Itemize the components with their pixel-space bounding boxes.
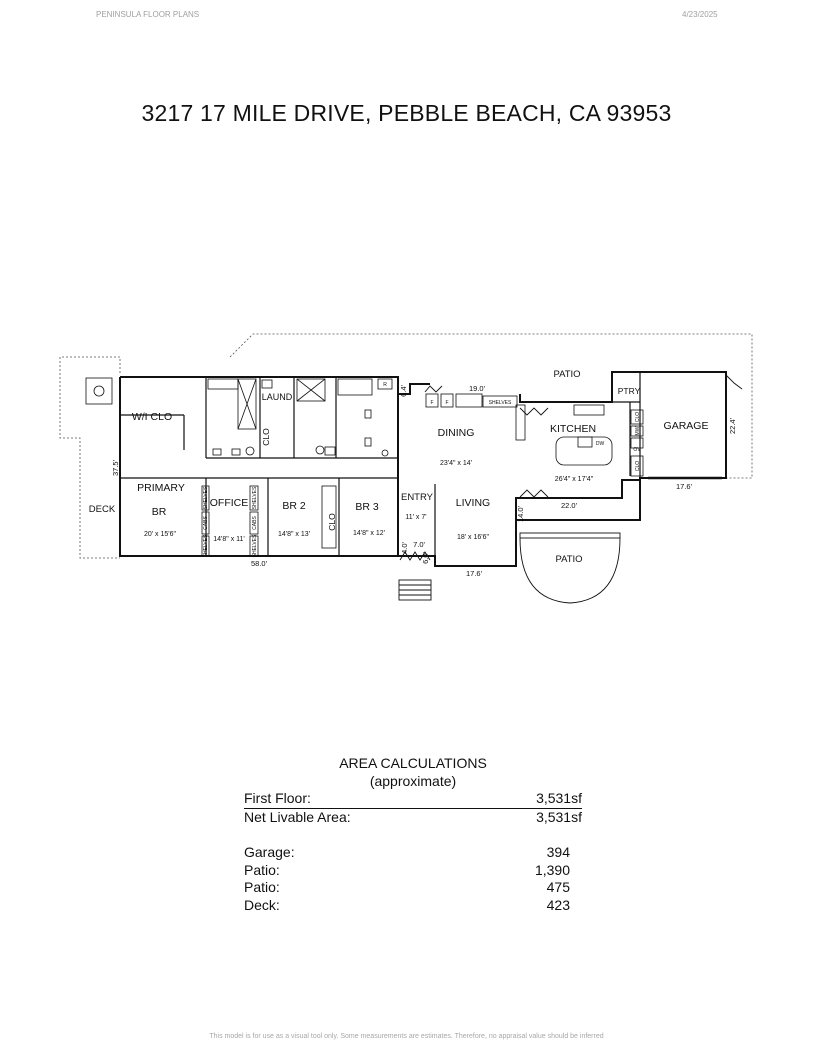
room-br3: BR 3 — [355, 501, 379, 513]
area-row-value: 475 — [546, 879, 570, 895]
refrigerator-label: R — [383, 382, 387, 388]
patio-bottom — [519, 532, 621, 604]
dim-17-6-living: 17.6' — [466, 569, 483, 578]
dim-22-0: 22.0' — [561, 501, 578, 510]
oven-label: OV — [633, 447, 641, 453]
room-wi-closet: W/I CLO — [132, 411, 172, 423]
room-patio-bottom: PATIO — [555, 554, 582, 565]
first-floor-row: First Floor: 3,531sf — [244, 790, 582, 809]
first-floor-label: First Floor: — [244, 790, 311, 806]
doors — [399, 374, 743, 561]
cabinets-label-2: CABS — [252, 516, 258, 530]
room-pantry: PTRY — [618, 386, 641, 396]
living-dimensions: 18' x 16'6" — [457, 534, 490, 541]
kitchen-closet-label-1: CLO — [635, 412, 641, 422]
room-garage: GARAGE — [664, 420, 709, 432]
office-dimensions: 14'8" x 11' — [213, 536, 245, 543]
dim-37-5: 37.5' — [111, 459, 120, 476]
dim-17-6-garage: 17.6' — [676, 482, 693, 491]
room-office: OFFICE — [210, 497, 249, 509]
kitchen-dimensions: 26'4" x 17'4" — [555, 476, 594, 483]
room-br2: BR 2 — [282, 500, 306, 512]
shelves-v2-label: SHELVES — [203, 534, 209, 557]
room-deck: DECK — [89, 504, 116, 515]
net-livable-row: Net Livable Area: 3,531sf — [244, 809, 582, 827]
dim-19-0: 19.0' — [469, 384, 486, 393]
room-entry: ENTRY — [401, 492, 434, 503]
plan-date: 4/23/2025 — [682, 10, 718, 19]
page-title: 3217 17 MILE DRIVE, PEBBLE BEACH, CA 939… — [141, 100, 672, 126]
shelves-v4-label: SHELVES — [252, 534, 258, 557]
area-row-label: Garage: — [244, 844, 295, 860]
freezer-label-1: F — [430, 400, 433, 406]
room-laundry: LAUND — [262, 392, 293, 402]
area-row-value: 1,390 — [534, 861, 570, 878]
dim-4-0: 4.0' — [400, 542, 409, 554]
interior-walls — [120, 372, 641, 556]
area-row-label: Patio: — [244, 861, 280, 878]
net-livable-label: Net Livable Area: — [244, 808, 351, 825]
dining-dimensions: 23'4" x 14' — [440, 460, 472, 467]
area-row: Garage: 394 — [244, 844, 582, 862]
exterior-walls — [119, 371, 727, 567]
dim-7-0: 7.0' — [413, 540, 425, 549]
exterior-outline — [59, 333, 753, 559]
dim-6-4: 6.4' — [399, 385, 408, 397]
company-name: PENINSULA FLOOR PLANS — [96, 10, 200, 19]
dim-14-0: 14.0' — [516, 505, 525, 522]
first-floor-value: 3,531sf — [536, 790, 582, 806]
area-subheading: (approximate) — [369, 773, 457, 789]
room-primary-line1: PRIMARY — [137, 482, 185, 494]
cabinets-label: CABS — [203, 516, 209, 530]
br2-dimensions: 14'8" x 13' — [278, 531, 310, 538]
entry-dimensions: 11' x 7' — [405, 514, 426, 521]
room-dining: DINING — [438, 427, 475, 439]
room-patio-top: PATIO — [553, 369, 580, 380]
area-row-label: Patio: — [244, 879, 280, 895]
closet-label-2: CLO — [327, 513, 337, 531]
dim-6-0: 6.0' — [421, 552, 430, 564]
area-heading: AREA CALCULATIONS — [339, 755, 487, 771]
area-row: Patio: 475 — [244, 879, 582, 897]
br3-dimensions: 14'8" x 12' — [353, 530, 385, 537]
area-row-value: 423 — [546, 896, 570, 913]
shelves-v3-label: SHELVES — [252, 486, 258, 509]
dim-22-4: 22.4' — [728, 417, 737, 434]
dim-58-0: 58.0' — [251, 559, 268, 568]
shelves-label: SHELVES — [489, 400, 512, 406]
microwave-label: MW — [635, 426, 641, 435]
area-row-value: 394 — [546, 844, 570, 860]
room-kitchen: KITCHEN — [550, 423, 596, 435]
shelves-v1-label: SHELVES — [203, 486, 209, 509]
primary-dimensions: 20' x 15'6" — [144, 531, 177, 538]
freezer-label-2: F — [445, 400, 448, 406]
area-row: Patio: 1,390 — [244, 862, 582, 880]
kitchen-closet-label-2: CLO — [635, 461, 641, 471]
disclaimer: This model is for use as a visual tool o… — [209, 1033, 604, 1040]
room-primary-line2: BR — [152, 506, 167, 518]
area-calculations: AREA CALCULATIONS (approximate) First Fl… — [244, 754, 582, 914]
entry-stairs — [398, 579, 432, 601]
fixtures — [85, 377, 644, 557]
room-living: LIVING — [456, 497, 490, 509]
dishwasher-label: DW — [596, 441, 605, 447]
area-row: Deck: 423 — [244, 897, 582, 915]
closet-label-1: CLO — [261, 428, 271, 446]
area-row-label: Deck: — [244, 896, 280, 913]
net-livable-value: 3,531sf — [536, 808, 582, 825]
